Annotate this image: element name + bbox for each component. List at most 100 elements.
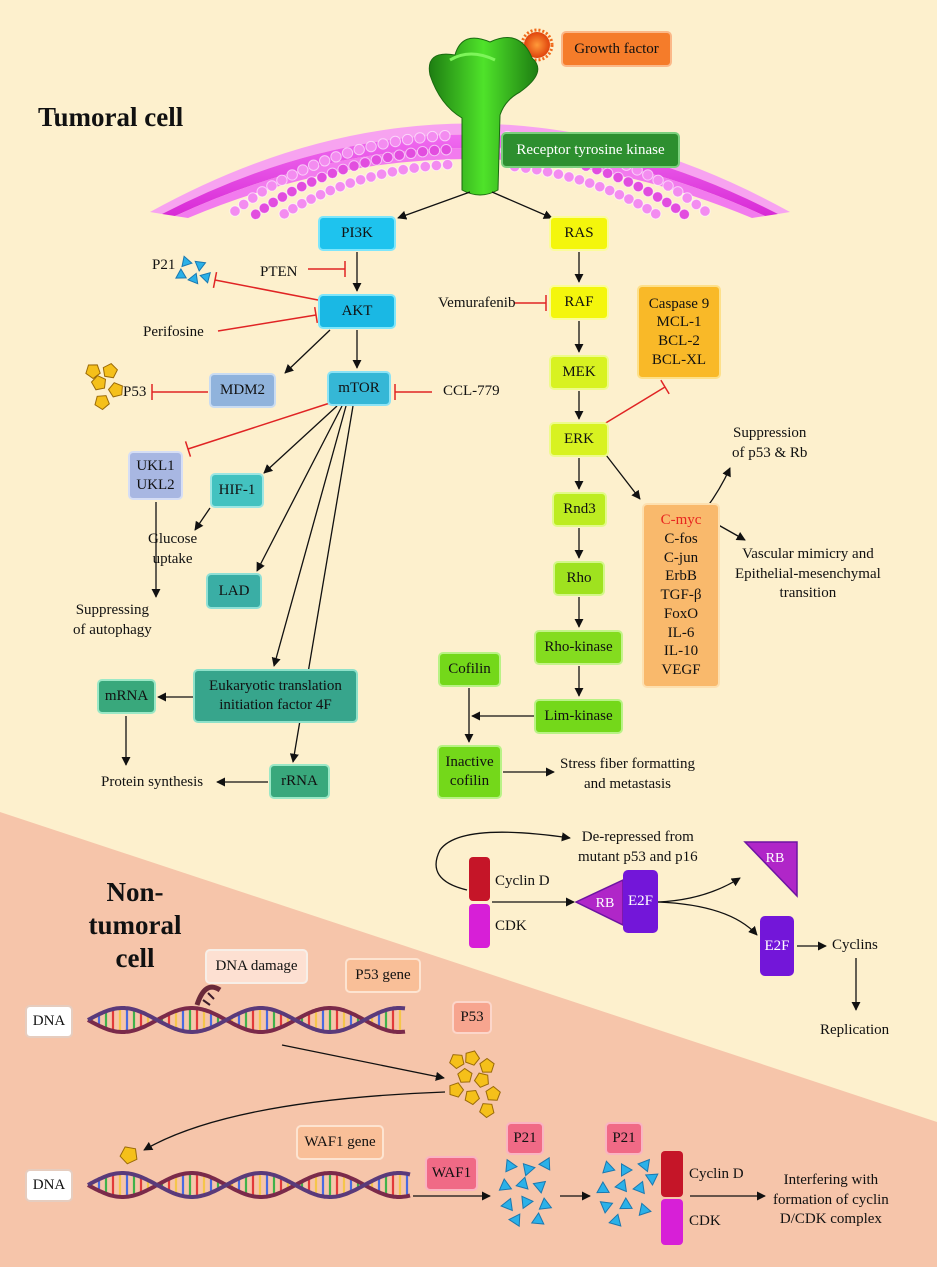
membrane-lipid-bead <box>678 208 690 221</box>
cyclin-d-label: Cyclin D <box>495 873 550 889</box>
transcription-factors-list: C-fos C-jun ErbB TGF-β FoxO IL-6 IL-10 V… <box>660 530 702 679</box>
p21-molecule-icon <box>500 1197 513 1212</box>
membrane-lipid-bead <box>623 193 635 205</box>
p21-molecule-icon <box>538 1197 553 1210</box>
transcription-factors-box: C-myc C-fos C-jun ErbB TGF-β FoxO IL-6 I… <box>642 503 720 688</box>
p53-molecule-icon <box>90 374 107 391</box>
membrane-lipid-bead <box>661 196 673 209</box>
mrna-node: mRNA <box>97 679 156 714</box>
membrane-lipid-bead <box>330 151 342 163</box>
membrane-lipid-bead <box>276 174 288 187</box>
cdk-block <box>469 904 490 948</box>
erk-inhibits-apoptosis-proteins <box>603 386 666 425</box>
cyclins-label: Cyclins <box>832 937 878 953</box>
membrane-lipid-bead <box>296 180 308 193</box>
p21-box-1: P21 <box>506 1122 544 1155</box>
membrane-lipid-bead <box>276 191 289 203</box>
lim-kinase-node: Lim-kinase <box>534 699 623 734</box>
membrane-lipid-bead <box>267 196 279 209</box>
dna-damage-fragment-icon <box>194 984 222 1006</box>
receptor-icon <box>428 37 539 196</box>
membrane-lipid-bead <box>416 146 429 158</box>
p21-molecule-icon <box>596 1180 610 1194</box>
ras-node: RAS <box>549 216 609 251</box>
membrane-lipid-bead <box>430 159 443 172</box>
membrane-lipid-bead <box>250 208 262 221</box>
hif1-to-glucose-arrow <box>194 507 211 531</box>
akt-node: AKT <box>318 294 396 329</box>
dna-strand <box>87 1006 406 1034</box>
membrane-lipid-bead <box>296 198 308 210</box>
p53-molecule-icon <box>449 1082 465 1098</box>
p21-molecule-icon <box>507 1213 521 1228</box>
p21-molecule-icon <box>532 1180 547 1194</box>
membrane-lipid-bead <box>408 162 420 174</box>
membrane-lipid-bead <box>286 185 298 198</box>
membrane-lipid-bead <box>699 205 711 217</box>
membrane-lipid-bead <box>370 154 383 166</box>
growth-factor-ligand-icon <box>520 28 554 62</box>
membrane-lipid-bead <box>334 181 346 193</box>
p53-molecule-icon <box>107 382 123 398</box>
raf-node: RAF <box>549 285 609 320</box>
membrane-lipid-bead <box>365 171 377 183</box>
p53-molecule-icon <box>485 1085 501 1101</box>
receptor-to-ras-arrow <box>491 191 553 219</box>
membrane-lipid-bead <box>341 147 354 159</box>
e2f-free-block: E2F <box>760 916 794 976</box>
membrane-lipid-bead <box>651 191 664 203</box>
membrane-lipid-bead <box>375 168 388 180</box>
p21-molecule-icon <box>638 1202 652 1216</box>
membrane-lipid-bead <box>286 169 298 181</box>
p21-molecule-icon <box>521 1195 534 1210</box>
membrane-lipid-bead <box>563 171 575 183</box>
non-tumoral-cell-title: Non- tumoral cell <box>88 877 182 973</box>
membrane-lipid-bead <box>573 174 586 186</box>
cdk-label: CDK <box>495 918 527 934</box>
non-tumoral-background <box>0 812 937 1267</box>
p21-molecule-icon <box>199 271 211 284</box>
p21-molecule-icon <box>637 1158 651 1173</box>
membrane-lipid-bead <box>389 135 401 148</box>
receptor-tyrosine-kinase-box: Receptor tyrosine kinase <box>501 132 680 168</box>
membrane-lipid-bead <box>405 147 417 160</box>
membrane-lipid-bead <box>414 132 426 144</box>
mtor-inhibits-ukl <box>187 401 334 450</box>
vascular-mimicry-label: Vascular mimicry and Epithelial-mesenchy… <box>735 546 881 601</box>
glucose-uptake-label: Glucose uptake <box>148 531 198 567</box>
membrane-lipid-bead <box>584 177 596 189</box>
membrane-lipid-bead <box>622 176 634 188</box>
rb-release-arrow <box>657 877 741 903</box>
p21-molecule-icon <box>498 1177 513 1191</box>
p21-molecule-icon <box>194 260 207 272</box>
membrane-lipid-bead <box>594 181 606 193</box>
membrane-lipid-bead <box>670 202 682 214</box>
p21-molecule-icon <box>181 255 193 268</box>
rb-free-text: RB <box>766 851 785 866</box>
membrane-lipid-bead <box>397 164 409 176</box>
cyclin-d-block <box>469 857 490 901</box>
membrane-lipid-bead <box>632 198 644 210</box>
membrane-lipid-bead <box>344 177 356 189</box>
membrane-lipid-bead <box>337 163 349 176</box>
membrane-lipid-bead <box>316 171 328 184</box>
p21-molecule-icon <box>621 1163 634 1177</box>
membrane-lipid-bead <box>314 189 327 201</box>
protein-synthesis-label: Protein synthesis <box>101 774 204 790</box>
p21-molecule-icon <box>187 272 199 285</box>
lad-node: LAD <box>206 573 262 609</box>
dna-strand <box>87 1006 406 1034</box>
membrane-lipid-bead <box>552 168 565 180</box>
mtor-node: mTOR <box>327 371 391 406</box>
p53-molecule-icon <box>449 1054 465 1070</box>
membrane-lipid-bead <box>258 202 270 214</box>
pi3k-node: PI3K <box>318 216 396 251</box>
cyclin-d-block-bottom <box>661 1151 683 1197</box>
hif1-node: HIF-1 <box>210 473 264 508</box>
growth-factor-box: Growth factor <box>561 31 672 67</box>
p21-molecule-icon <box>175 267 188 279</box>
p53-molecule-icon <box>473 1072 489 1088</box>
dna-box-bottom: DNA <box>25 1169 73 1202</box>
membrane-lipid-bead <box>440 144 452 156</box>
rb-bound-text: RB <box>596 896 615 911</box>
